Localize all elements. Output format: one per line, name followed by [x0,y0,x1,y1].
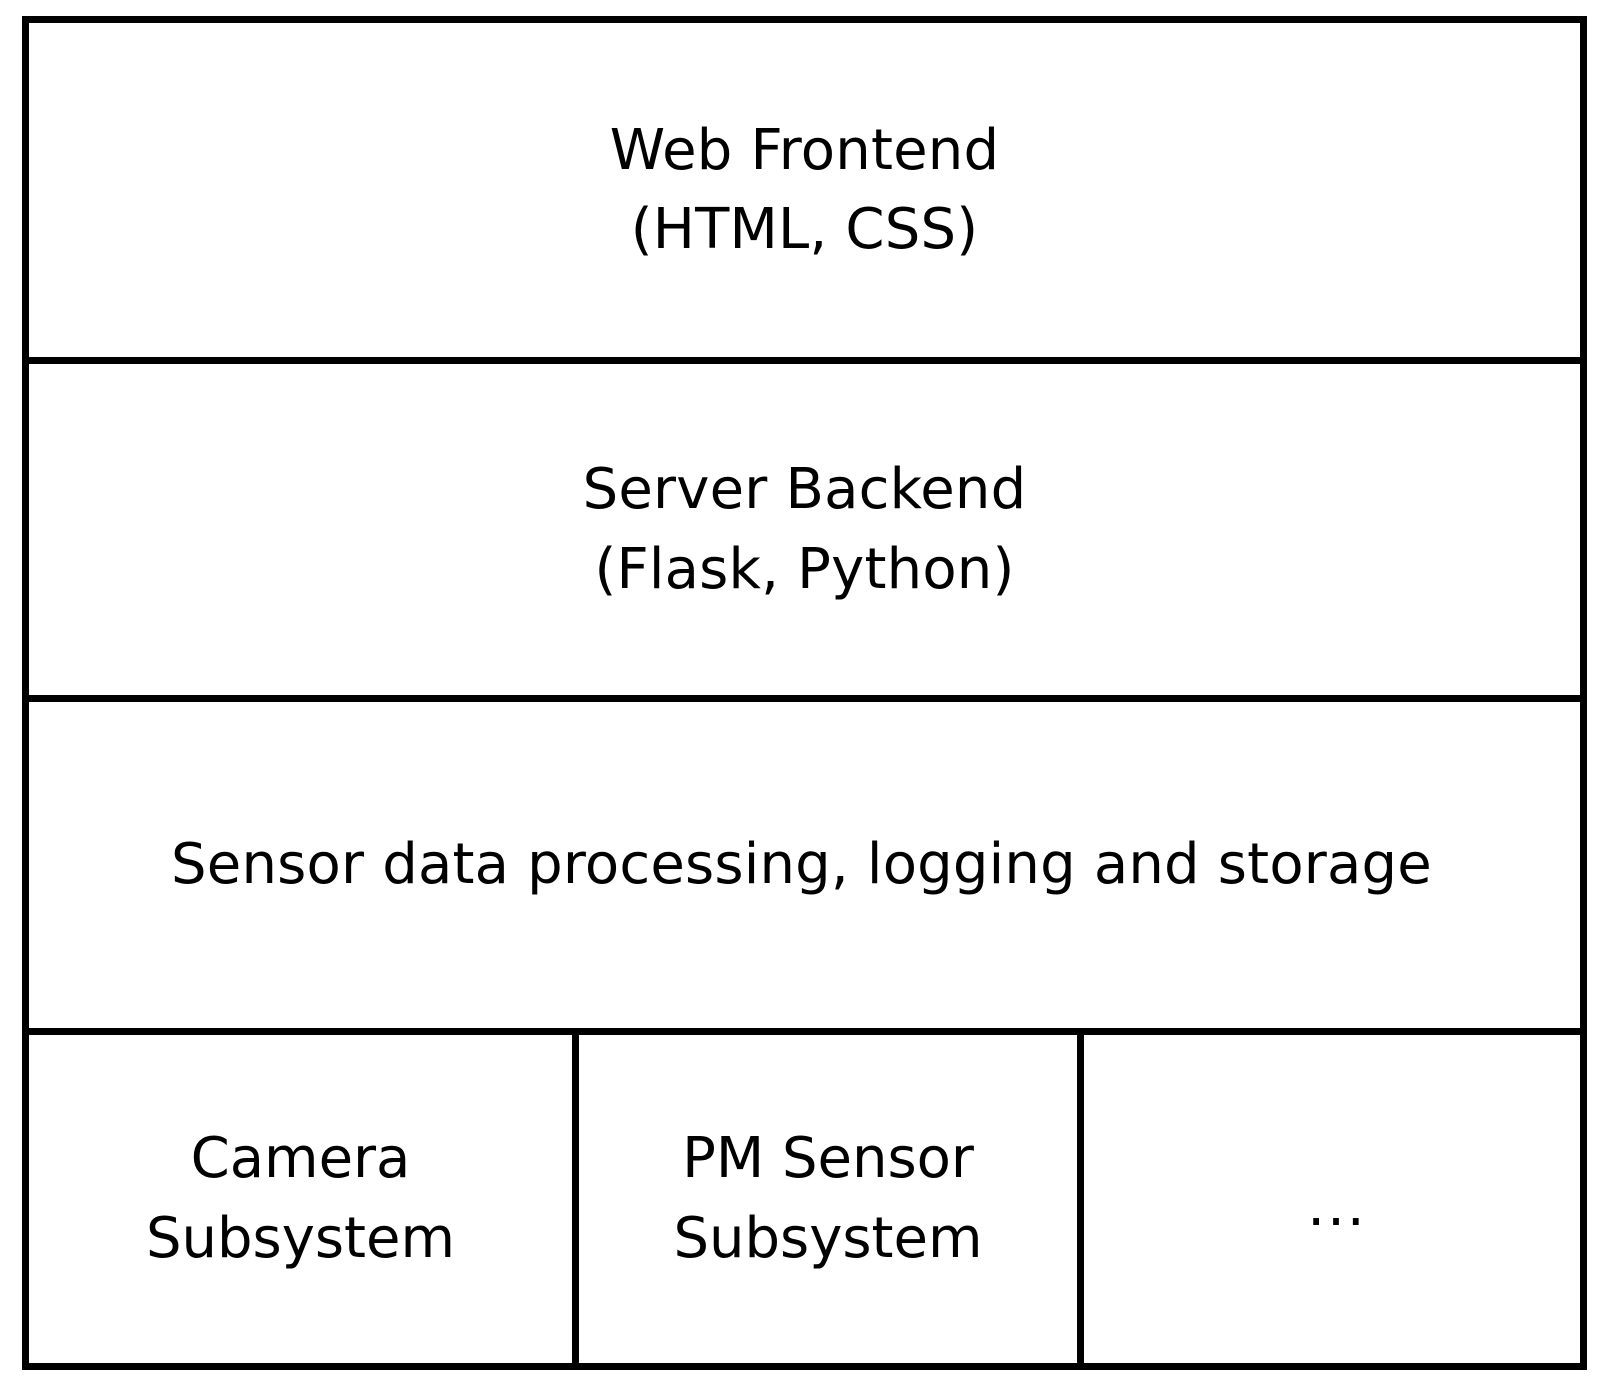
subsystem-more-ellipsis-label: ... [1307,1173,1367,1239]
layer-web-frontend-label: Web Frontend (HTML, CSS) [609,117,1000,263]
subsystem-camera-label: Camera Subsystem [145,1126,456,1271]
layer-web-frontend: Web Frontend (HTML, CSS) [29,23,1580,358]
layer-server-backend: Server Backend (Flask, Python) [29,357,1580,696]
subsystem-pm-sensor-label: PM Sensor Subsystem [673,1126,983,1271]
architecture-diagram: Web Frontend (HTML, CSS) Server Backend … [22,16,1587,1370]
layer-sensor-processing-label: Sensor data processing, logging and stor… [171,832,1432,898]
subsystem-camera: Camera Subsystem [29,1034,572,1363]
subsystem-pm-sensor: PM Sensor Subsystem [572,1034,1077,1363]
subsystem-more: ... [1077,1034,1580,1363]
layer-server-backend-label: Server Backend (Flask, Python) [582,457,1027,602]
layer-sensor-processing: Sensor data processing, logging and stor… [29,695,1580,1028]
layer-subsystems-row: Camera Subsystem PM Sensor Subsystem ... [29,1027,1580,1363]
